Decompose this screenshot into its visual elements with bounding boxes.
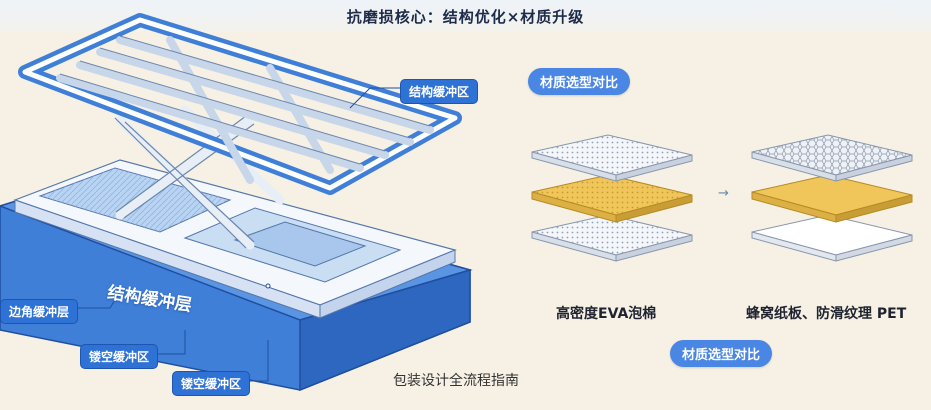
eva-foam-stack xyxy=(531,134,693,262)
materials-heading-top: 材质选型对比 xyxy=(528,68,631,95)
foam-insert xyxy=(13,159,457,319)
label-hollow-buffer-zone-1: 镂空缓冲区 xyxy=(80,344,159,369)
comparison-arrow-icon: → xyxy=(718,186,729,201)
label-corner-buffer-layer: 边角缓冲层 xyxy=(0,299,79,324)
leader-lines xyxy=(78,87,400,382)
honeycomb-pet-stack xyxy=(751,134,913,262)
honeycomb-pet-caption: 蜂窝纸板、防滑纹理 PET xyxy=(746,306,907,322)
label-hollow-buffer-zone-2: 镂空缓冲区 xyxy=(172,371,251,396)
top-rack xyxy=(18,13,462,195)
materials-heading-bottom: 材质选型对比 xyxy=(670,340,773,367)
label-structure-buffer-zone: 结构缓冲区 xyxy=(400,79,479,104)
footer-note: 包装设计全流程指南 xyxy=(393,373,519,389)
eva-foam-caption: 高密度EVA泡棉 xyxy=(556,306,657,322)
